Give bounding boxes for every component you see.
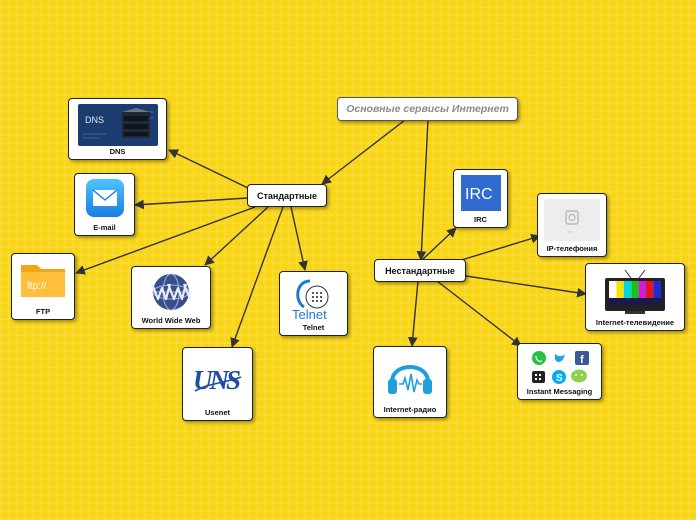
hub-standard-label: Стандартные	[257, 190, 317, 201]
node-www-label: World Wide Web	[141, 316, 201, 325]
node-ip-phone[interactable]: IP-телефония	[537, 193, 607, 257]
node-ftp-label: FTP	[35, 307, 51, 316]
node-www[interactable]: World Wide Web	[131, 266, 211, 329]
headphones-icon	[388, 365, 432, 394]
svg-text:UNS: UNS	[193, 365, 240, 395]
node-internet-radio-label: Internet-радио	[383, 405, 437, 414]
node-instant-messaging-label: Instant Messaging	[526, 387, 593, 396]
dns-logo-text: DNS	[85, 115, 104, 125]
phone-icon	[544, 199, 600, 241]
node-internet-tv[interactable]: Internet-телевидение	[585, 263, 685, 331]
edge-standard-usenet	[230, 206, 284, 348]
node-usenet[interactable]: UNS Usenet	[182, 347, 253, 421]
edge-standard-email	[134, 197, 249, 210]
ftp-logo-text: ftp://	[27, 281, 47, 292]
root-topic-label: Основные сервисы Интернет	[346, 103, 509, 115]
edge-nonstandard-tv	[465, 275, 587, 298]
root-topic[interactable]: Основные сервисы Интернет	[337, 97, 518, 121]
hub-nonstandard-label: Нестандартные	[385, 265, 455, 276]
hub-nonstandard[interactable]: Нестандартные	[374, 259, 466, 282]
edge-standard-telnet	[290, 206, 308, 271]
dns-server-icon: DNS	[77, 104, 158, 146]
edge-standard-www	[204, 206, 269, 266]
node-email-label: E-mail	[93, 223, 116, 232]
globe-icon	[150, 273, 192, 311]
node-telnet[interactable]: Telnet Telnet	[279, 271, 348, 336]
envelope-icon	[85, 179, 124, 217]
hub-standard[interactable]: Стандартные	[247, 184, 327, 207]
edge-root-standard	[321, 119, 406, 185]
svg-text:S: S	[556, 373, 563, 384]
irc-icon: IRC	[460, 175, 501, 211]
node-ip-phone-label: IP-телефония	[546, 244, 598, 253]
edge-standard-dns	[168, 149, 249, 189]
node-instant-messaging[interactable]: f S Instant Messaging	[517, 343, 602, 400]
node-irc[interactable]: IRC IRC	[453, 169, 508, 228]
node-usenet-label: Usenet	[204, 408, 230, 417]
folder-icon: ftp://	[21, 265, 65, 297]
telnet-logo-icon: Telnet	[292, 279, 328, 321]
node-irc-label: IRC	[474, 215, 487, 224]
node-dns-label: DNS	[109, 147, 126, 156]
node-internet-radio[interactable]: Internet-радио	[373, 346, 447, 418]
edge-nonstandard-ipphone	[454, 233, 541, 263]
irc-logo-text: IRC	[465, 186, 493, 203]
svg-text:f: f	[580, 354, 584, 366]
usenet-logo-icon: UNS	[193, 365, 243, 395]
messenger-apps-icon: f S	[531, 351, 589, 384]
node-dns[interactable]: DNS DNS	[68, 98, 167, 160]
edge-nonstandard-irc	[421, 227, 457, 261]
tv-icon	[605, 269, 665, 314]
node-internet-tv-label: Internet-телевидение	[595, 318, 675, 327]
node-telnet-label: Telnet	[302, 323, 325, 332]
node-ftp[interactable]: ftp:// FTP	[11, 253, 75, 320]
edge-nonstandard-im	[436, 280, 522, 347]
edge-root-nonstandard	[416, 119, 429, 261]
node-email[interactable]: E-mail	[74, 173, 135, 236]
edge-nonstandard-radio	[407, 280, 419, 347]
telnet-logo-text: Telnet	[292, 307, 327, 321]
